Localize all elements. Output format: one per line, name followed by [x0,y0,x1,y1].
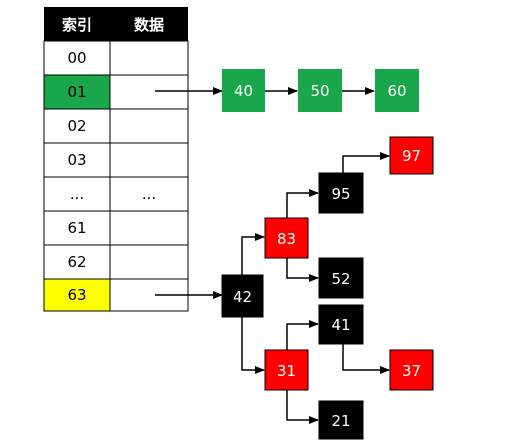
table-row-00-index-cell [43,40,111,76]
tree-node-83-label: 83 [277,230,296,248]
table-row-62-data-cell [109,244,189,280]
table-row-62-index-cell [43,244,111,280]
tree-node-21: 21 [318,400,364,440]
tree-node-95: 95 [318,172,364,214]
tree-edge-31-41 [286,320,319,350]
tree-edge-42-31 [241,317,265,374]
tree-node-97-label: 97 [402,147,421,165]
tree-edge-83-52 [286,258,319,282]
linked-list: 40 50 60 [222,69,419,112]
list-node-60 [375,69,419,112]
tree-node-37: 37 [389,349,434,391]
table-row-ellipsis-index: ... [70,185,84,203]
table-row-61-index: 61 [67,219,86,237]
tree-node-42-label: 42 [233,288,252,306]
table-row-ellipsis-data: ... [142,185,156,203]
list-node-50-label: 50 [310,82,329,100]
tree-node-95-label: 95 [331,185,350,203]
tree-node-52-label: 52 [331,270,350,288]
table-row-03-data-cell [109,142,189,178]
table-row-00-index: 00 [67,49,86,67]
table-row-03-index: 03 [67,151,86,169]
table-row-00-data-cell [109,40,189,76]
table-row-01-index-cell [43,74,111,110]
tree-node-41-label: 41 [331,316,350,334]
tree-node-31: 31 [264,349,309,391]
table-row-01-data-cell [109,74,189,110]
table-row-62-index: 62 [67,253,86,271]
tree-node-31-label: 31 [277,362,296,380]
list-node-40 [222,69,265,112]
tree-node-21-label: 21 [331,412,350,430]
table-row-01-index: 01 [67,83,86,101]
table-row-02-index: 02 [67,117,86,135]
tree-edge-83-95 [286,189,319,218]
table-header-bg [44,7,188,41]
table-row-02-index-cell [43,108,111,144]
header-index: 索引 [62,16,92,34]
table-row-02-data-cell [109,108,189,144]
tree-node-52: 52 [318,257,364,299]
tree-edge-42-83 [241,233,265,275]
tree-node-37-label: 37 [402,362,421,380]
tree-node-41: 41 [318,304,364,345]
red-black-tree: 42 83 31 95 52 97 41 21 [221,136,434,440]
table-row-63-index: 63 [67,286,86,304]
tree-edge-95-97 [342,152,390,173]
tree-node-83: 83 [264,217,309,259]
tree-node-42: 42 [221,274,264,318]
table-row-61-data-cell [109,210,189,246]
list-node-60-label: 60 [387,82,406,100]
header-data: 数据 [134,16,164,34]
hash-table: 索引 数据 00 01 02 03 ... [43,7,189,312]
table-row-63-index-cell [43,278,111,312]
tree-node-97: 97 [389,136,434,175]
table-rows: 00 01 02 03 ... ... 61 [43,40,189,312]
list-node-50 [298,69,342,112]
tree-edge-41-37 [342,344,390,374]
list-node-40-label: 40 [234,82,253,100]
tree-edge-31-21 [286,390,319,424]
